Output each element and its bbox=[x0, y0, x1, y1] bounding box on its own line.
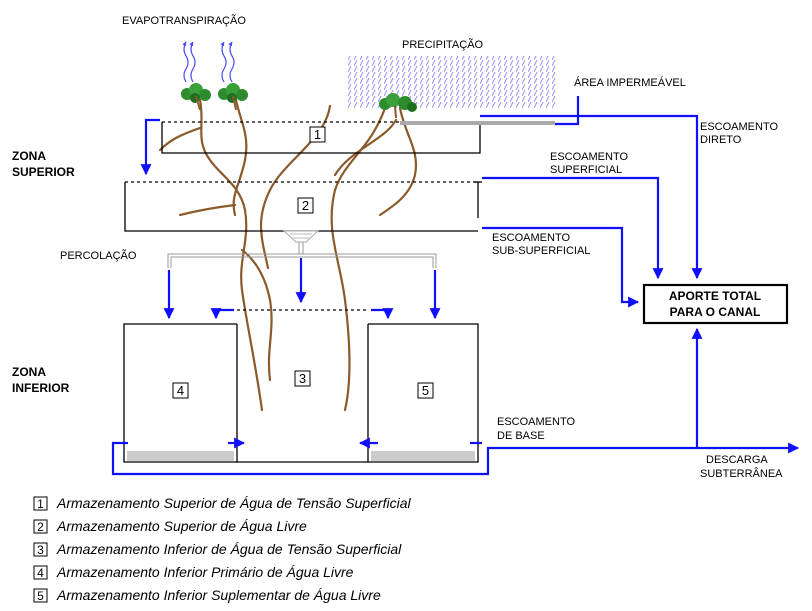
precipitation-label: PRECIPITAÇÃO bbox=[402, 38, 484, 51]
svg-text:Armazenamento Inferior de Água: Armazenamento Inferior de Água de Tensão… bbox=[56, 541, 402, 557]
svg-text:Armazenamento Superior de Água: Armazenamento Superior de Água Livre bbox=[56, 518, 307, 534]
svg-text:4: 4 bbox=[177, 383, 184, 398]
storage-number-1: 1 bbox=[310, 127, 325, 142]
evapotranspiration-label: EVAPOTRANSPIRAÇÃO bbox=[122, 14, 246, 27]
storage-number-3: 3 bbox=[295, 371, 310, 386]
legend: 1 Armazenamento Superior de Água de Tens… bbox=[34, 495, 411, 603]
baseflow-label-line2: DE BASE bbox=[497, 430, 545, 442]
svg-text:5: 5 bbox=[37, 589, 44, 603]
svg-text:2: 2 bbox=[302, 198, 309, 213]
direct-runoff-label-line1: ESCOAMENTO bbox=[700, 121, 778, 133]
storage-number-5: 5 bbox=[418, 383, 433, 398]
storage-number-4: 4 bbox=[173, 383, 188, 398]
upper-zone-label-line2: SUPERIOR bbox=[12, 165, 75, 179]
direct-runoff-label-line2: DIRETO bbox=[700, 134, 742, 146]
legend-item: 5 Armazenamento Inferior Suplementar de … bbox=[34, 587, 381, 603]
svg-text:1: 1 bbox=[37, 497, 44, 511]
evapotranspiration-arrows bbox=[184, 42, 234, 82]
subsurface-runoff-label-line1: ESCOAMENTO bbox=[492, 232, 570, 244]
groundwater-discharge-label-line1: DESCARGA bbox=[706, 454, 768, 466]
svg-text:2: 2 bbox=[37, 520, 44, 534]
total-inflow-label-line2: PARA O CANAL bbox=[670, 305, 761, 319]
percolation-label: PERCOLAÇÃO bbox=[60, 249, 137, 262]
svg-text:Armazenamento Inferior Primári: Armazenamento Inferior Primário de Água … bbox=[56, 564, 354, 580]
surface-runoff-label-line2: SUPERFICIAL bbox=[550, 164, 622, 176]
legend-item: 4 Armazenamento Inferior Primário de Águ… bbox=[34, 564, 354, 580]
svg-text:5: 5 bbox=[422, 383, 429, 398]
legend-item: 1 Armazenamento Superior de Água de Tens… bbox=[34, 495, 411, 511]
precipitation-area bbox=[346, 56, 558, 108]
svg-text:3: 3 bbox=[37, 543, 44, 557]
svg-text:3: 3 bbox=[299, 371, 306, 386]
tree-icon bbox=[218, 83, 248, 110]
upper-zone-label-line1: ZONA bbox=[12, 149, 46, 163]
storage-number-2: 2 bbox=[298, 198, 313, 213]
svg-text:Armazenamento Inferior Supleme: Armazenamento Inferior Suplementar de Ág… bbox=[56, 587, 381, 603]
impervious-area-strip bbox=[400, 121, 555, 125]
baseflow-label-line1: ESCOAMENTO bbox=[497, 416, 575, 428]
svg-text:4: 4 bbox=[37, 566, 44, 580]
plant-roots bbox=[160, 100, 416, 410]
lower-zone-label-line2: INFERIOR bbox=[12, 381, 70, 395]
svg-text:1: 1 bbox=[314, 127, 321, 142]
tree-icon bbox=[181, 83, 211, 110]
total-inflow-label-line1: APORTE TOTAL bbox=[669, 289, 761, 303]
groundwater-discharge-label-line2: SUBTERRÂNEA bbox=[700, 467, 783, 480]
lower-zone-label-line1: ZONA bbox=[12, 365, 46, 379]
total-channel-inflow-box: APORTE TOTAL PARA O CANAL bbox=[644, 285, 787, 323]
impervious-area-label: ÁREA IMPERMEÁVEL bbox=[574, 76, 686, 89]
svg-text:Armazenamento Superior de Água: Armazenamento Superior de Água de Tensão… bbox=[56, 495, 411, 511]
percolation-funnel bbox=[284, 231, 318, 242]
legend-item: 3 Armazenamento Inferior de Água de Tens… bbox=[34, 541, 402, 557]
surface-runoff-label-line1: ESCOAMENTO bbox=[550, 151, 628, 163]
subsurface-runoff-label-line2: SUB-SUPERFICIAL bbox=[492, 245, 590, 257]
legend-item: 2 Armazenamento Superior de Água Livre bbox=[34, 518, 307, 534]
